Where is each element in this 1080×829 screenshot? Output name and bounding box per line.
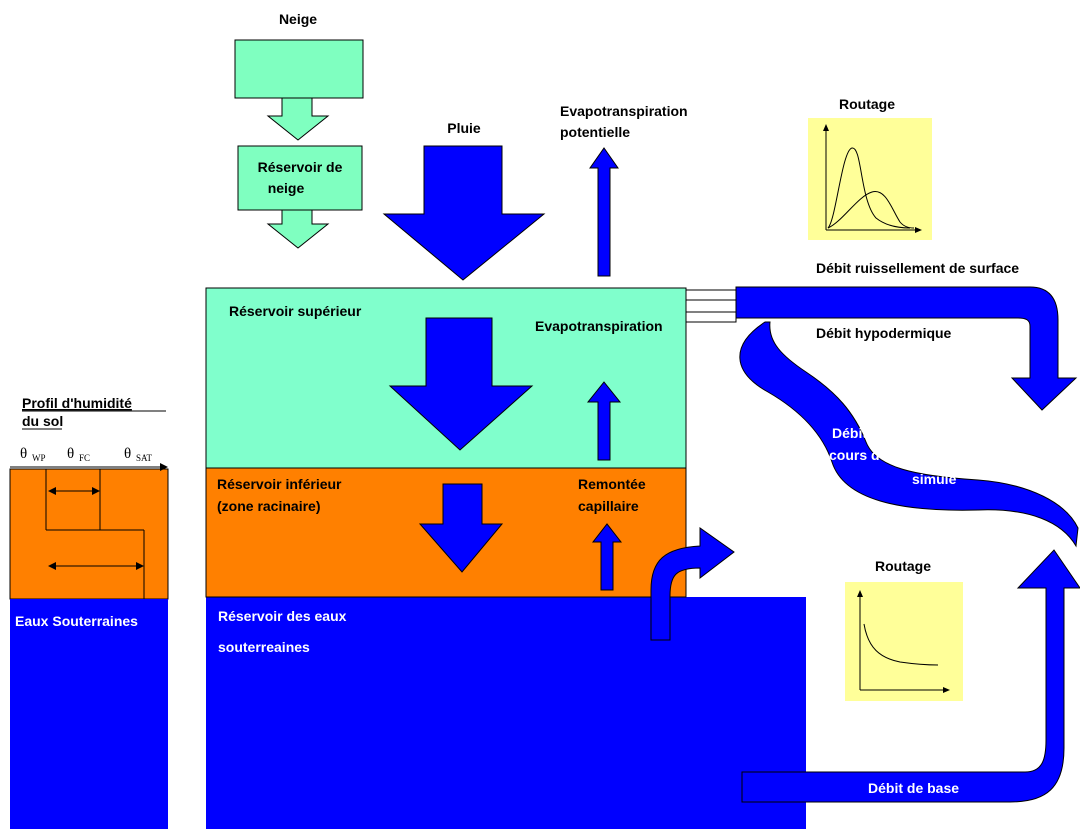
river-label-line2: cours d'eau: [829, 447, 907, 463]
evapotranspiration-label: Evapotranspiration: [535, 318, 663, 334]
groundwater-exfiltration-arrow-icon: [650, 527, 735, 641]
profile-groundwater-layer: [10, 599, 168, 829]
snow-section: Neige Réservoir de neige: [234, 11, 364, 249]
capillary-label-line1: Remontée: [578, 476, 646, 492]
profile-title-line1: Profil d'humidité: [22, 395, 132, 411]
river-label-line1: Débit de: [832, 425, 887, 441]
upper-reservoir-label: Réservoir supérieur: [229, 303, 362, 319]
routing-bottom: Routage: [845, 558, 963, 701]
groundwater-reservoir: [206, 597, 806, 829]
lower-percolation-arrow-icon: [418, 483, 504, 573]
subsurface-flow-label: Débit hypodermique: [816, 325, 952, 341]
rain-arrow-icon: [382, 145, 546, 281]
lower-reservoir-label-line2: (zone racinaire): [217, 498, 320, 514]
baseflow-arrow-icon: [741, 549, 1080, 803]
profile-title-line2: du sol: [22, 413, 63, 429]
capillary-up-arrow-icon: [591, 523, 623, 591]
routing-bottom-box: [845, 582, 963, 701]
theta-sat-symbol: θ: [124, 446, 131, 462]
routing-top-label: Routage: [839, 96, 895, 112]
neige-label: Neige: [279, 11, 317, 27]
routing-top-box: [808, 118, 932, 240]
groundwater-label-line2: souterreaines: [218, 639, 310, 655]
percolation-arrow-icon: [388, 317, 534, 451]
evapo-pot-label-line1: Evapotranspiration: [560, 103, 688, 119]
capillary-label-line2: capillaire: [578, 498, 639, 514]
baseflow-label: Débit de base: [868, 780, 959, 796]
snow-reservoir-box: [237, 145, 363, 211]
snow-arrow-icon: [266, 97, 330, 141]
et-up-arrow-icon: [586, 381, 622, 461]
surface-runoff-pipe: [685, 289, 737, 301]
routing-top: Routage: [808, 96, 932, 240]
pet-up-arrow-icon: [589, 147, 619, 277]
eaux-souterraines-label: Eaux Souterraines: [15, 613, 138, 629]
routing-bottom-label: Routage: [875, 558, 931, 574]
surface-runoff-label: Débit ruissellement de surface: [816, 260, 1019, 276]
pluie-label: Pluie: [447, 120, 481, 136]
theta-sat-subscript: SAT: [136, 453, 153, 463]
river-label-line3: simulé: [912, 471, 957, 487]
theta-fc-symbol: θ: [67, 446, 74, 462]
snow-input-box: [234, 39, 364, 99]
snow-reservoir-label-line2: neige: [268, 180, 305, 196]
surface-runoff-arrow-icon: [735, 286, 1078, 411]
soil-profile: Profil d'humidité du sol θ WP θ FC θ SAT…: [9, 395, 169, 829]
subsurface-pipe: [685, 311, 737, 323]
theta-wp-symbol: θ: [20, 446, 27, 462]
theta-fc-subscript: FC: [79, 453, 90, 463]
river-channel: [739, 321, 1079, 548]
snowmelt-arrow-icon: [266, 209, 330, 249]
groundwater-label-line1: Réservoir des eaux: [218, 608, 347, 624]
snow-reservoir-label-line1: Réservoir de: [258, 159, 343, 175]
theta-wp-subscript: WP: [32, 453, 46, 463]
lower-reservoir-label-line1: Réservoir inférieur: [217, 476, 342, 492]
evapo-pot-label-line2: potentielle: [560, 124, 630, 140]
